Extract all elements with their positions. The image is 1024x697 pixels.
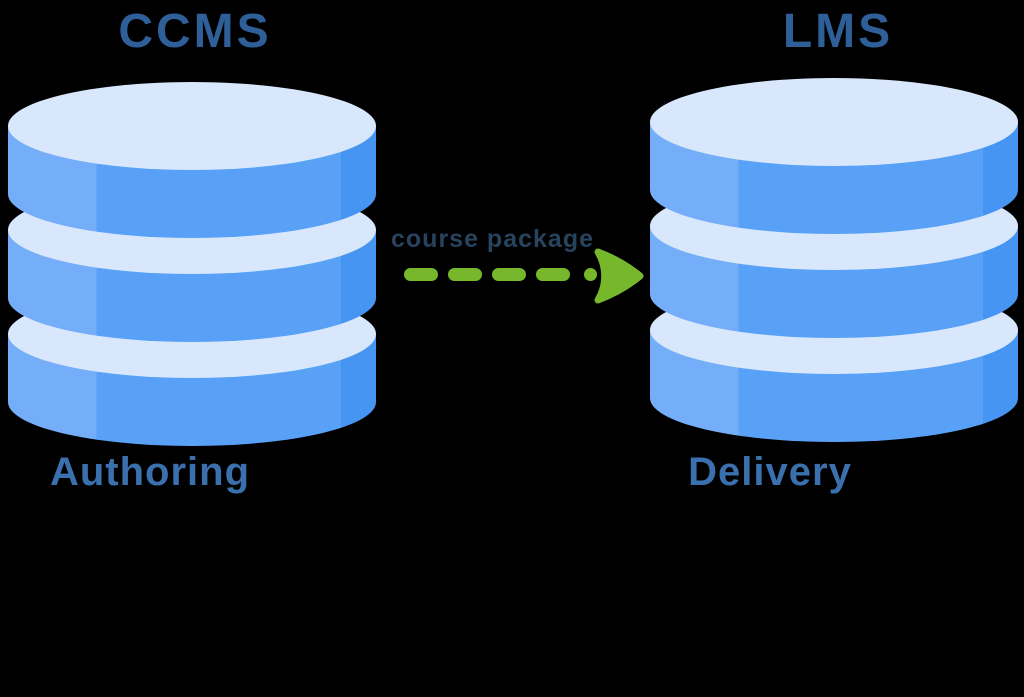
database-icon xyxy=(8,82,376,446)
ccms-caption: Authoring xyxy=(49,450,251,494)
arrow-head xyxy=(594,248,644,304)
database-icon xyxy=(650,78,1018,442)
database-disk-top xyxy=(8,82,376,238)
dashed-arrow-right-icon xyxy=(404,248,644,304)
ccms-title: CCMS xyxy=(118,5,272,58)
arrow-dashes xyxy=(404,268,597,281)
lms-title: LMS xyxy=(782,5,894,58)
database-disk-top xyxy=(650,78,1018,234)
lms-caption: Delivery xyxy=(688,450,852,494)
connector-label: course package xyxy=(391,225,594,253)
